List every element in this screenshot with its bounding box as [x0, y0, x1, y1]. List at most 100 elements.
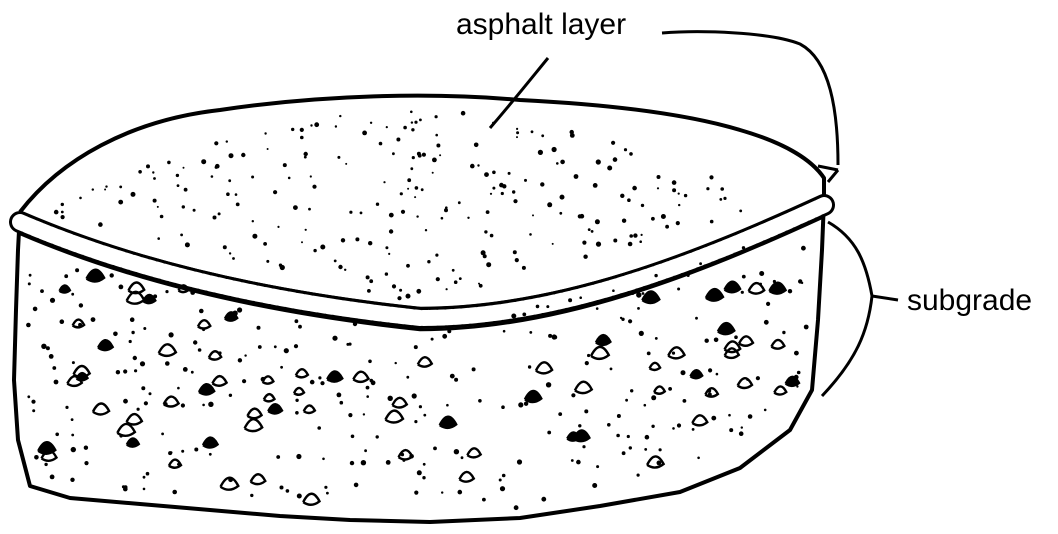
- subgrade-dot: [317, 426, 321, 430]
- subgrade-dot: [75, 268, 79, 272]
- subgrade-dot: [587, 354, 590, 357]
- asphalt-dot: [183, 167, 185, 169]
- subgrade-dot: [522, 313, 526, 317]
- subgrade-dot: [417, 470, 422, 475]
- subgrade-dot: [636, 292, 641, 297]
- subgrade-dot: [55, 433, 59, 437]
- asphalt-dot: [723, 197, 726, 200]
- subgrade-dot: [642, 292, 645, 295]
- asphalt-dot: [541, 134, 544, 137]
- asphalt-dot: [407, 178, 411, 182]
- asphalt-dot: [160, 215, 164, 219]
- subgrade-dot: [607, 423, 611, 427]
- asphalt-dot: [313, 249, 316, 252]
- subgrade-dot: [295, 411, 299, 415]
- subgrade-dot: [419, 405, 422, 408]
- subgrade-dot: [296, 454, 301, 459]
- subgrade-dot: [742, 275, 746, 279]
- subgrade-dot: [229, 394, 232, 397]
- asphalt-dot: [706, 187, 709, 190]
- subgrade-dot: [194, 448, 198, 452]
- subgrade-dot: [536, 305, 540, 309]
- subgrade-dot: [547, 431, 551, 435]
- subgrade-dot: [764, 409, 767, 412]
- asphalt-dot: [483, 254, 487, 258]
- subgrade-dot: [131, 331, 134, 334]
- subgrade-dot: [71, 434, 74, 437]
- subgrade-dot: [298, 325, 302, 329]
- asphalt-dot: [399, 289, 402, 292]
- asphalt-dot: [266, 260, 269, 263]
- subgrade-dot: [734, 335, 738, 339]
- asphalt-dot: [153, 199, 157, 203]
- subgrade-dot: [677, 423, 681, 427]
- asphalt-dot: [411, 128, 414, 131]
- subgrade-dot: [366, 386, 370, 390]
- subgrade-dot: [546, 305, 549, 308]
- subgrade-dot: [651, 425, 654, 428]
- subgrade-dot: [84, 446, 88, 450]
- asphalt-dot: [628, 242, 633, 247]
- asphalt-dot: [236, 203, 240, 207]
- subgrade-dot: [592, 483, 597, 488]
- subgrade-dot: [350, 461, 354, 465]
- asphalt-dot: [516, 128, 518, 130]
- asphalt-dot: [369, 279, 373, 283]
- subgrade-dot: [503, 330, 506, 333]
- subgrade-dot: [324, 486, 327, 489]
- asphalt-dot: [559, 212, 562, 215]
- asphalt-dot: [486, 262, 491, 267]
- subgrade-dot: [616, 434, 620, 438]
- asphalt-dot: [665, 225, 669, 229]
- asphalt-dot: [458, 201, 461, 204]
- asphalt-dot: [570, 130, 574, 134]
- asphalt-dot: [105, 185, 107, 187]
- subgrade-dot: [318, 376, 321, 379]
- subgrade-dot: [27, 395, 30, 398]
- subgrade-dot: [54, 380, 59, 385]
- subgrade-dot: [71, 293, 74, 296]
- subgrade-dot: [571, 459, 574, 462]
- asphalt-dot: [508, 172, 511, 175]
- subgrade-dot: [123, 369, 127, 373]
- asphalt-dot: [739, 210, 742, 213]
- subgrade-dot: [123, 399, 128, 404]
- asphalt-dot: [118, 200, 123, 205]
- asphalt-dot: [223, 245, 227, 249]
- subgrade-dot: [442, 334, 447, 339]
- subgrade-dot: [461, 456, 464, 459]
- asphalt-dot: [273, 190, 277, 194]
- asphalt-dot: [524, 179, 527, 182]
- asphalt-dot: [467, 217, 469, 219]
- asphalt-dot: [709, 175, 713, 179]
- subgrade-dot: [801, 246, 806, 251]
- subgrade-dot: [165, 290, 168, 293]
- subgrade-dot: [764, 320, 769, 325]
- subgrade-dot: [181, 403, 185, 407]
- asphalt-dot: [241, 153, 245, 157]
- asphalt-dot: [182, 205, 185, 208]
- asphalt-dot: [411, 121, 413, 123]
- subgrade-dot: [363, 413, 365, 415]
- subgrade-dot: [371, 380, 376, 385]
- asphalt-dot: [176, 174, 179, 177]
- subgrade-dot: [70, 478, 74, 482]
- asphalt-dot: [596, 242, 601, 247]
- subgrade-dot: [659, 448, 662, 451]
- asphalt-dot: [591, 230, 594, 233]
- asphalt-dot: [490, 234, 494, 238]
- asphalt-dot: [613, 239, 617, 243]
- asphalt-dot: [492, 171, 496, 175]
- asphalt-dot: [629, 234, 633, 238]
- subgrade-dot: [395, 362, 397, 364]
- asphalt-dot: [146, 164, 150, 168]
- subgrade-dot: [258, 345, 262, 349]
- subgrade-dot: [191, 371, 194, 374]
- asphalt-dot: [335, 125, 337, 127]
- subgrade-dot: [478, 399, 482, 403]
- subgrade-dot: [137, 408, 140, 411]
- asphalt-dot: [367, 289, 371, 293]
- subgrade-dot: [199, 309, 204, 314]
- asphalt-dot: [392, 152, 395, 155]
